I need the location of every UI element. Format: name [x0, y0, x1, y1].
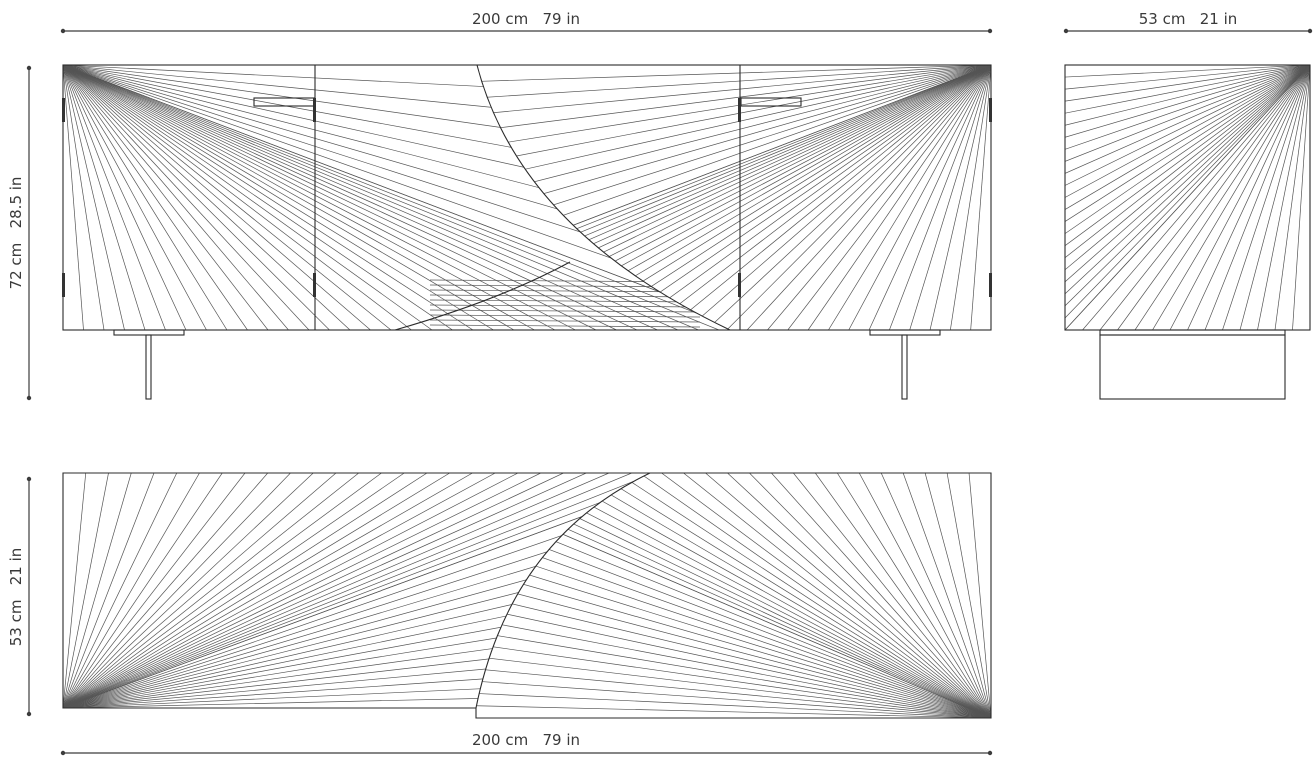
hinge-icon: [313, 98, 316, 122]
hinge-icon: [738, 98, 741, 122]
side-base-panel: [1099, 334, 1286, 400]
top-cabinet-outline: [62, 472, 992, 719]
top-depth-dimension: 53 cm 21 in: [7, 476, 32, 717]
top-width-label: 200 cm 79 in: [472, 731, 580, 749]
front-handle-right[interactable]: [740, 97, 802, 107]
front-height-label: 72 cm 28.5 in: [7, 177, 25, 290]
front-width-dimension: 200 cm 79 in: [60, 10, 993, 34]
hinge-icon: [62, 273, 65, 297]
front-leg-left: [113, 329, 185, 400]
front-grain-pattern: [63, 65, 991, 330]
hinge-icon: [989, 98, 992, 122]
top-center-arc: [475, 472, 651, 709]
side-depth-dimension: 53 cm 21 in: [1063, 10, 1313, 34]
hinge-icon: [738, 273, 741, 297]
top-width-dimension: 200 cm 79 in: [60, 731, 993, 756]
side-depth-label: 53 cm 21 in: [1139, 10, 1238, 28]
front-width-label: 200 cm 79 in: [472, 10, 580, 28]
hinge-icon: [989, 273, 992, 297]
side-grain-pattern: [1065, 65, 1310, 330]
front-view: 200 cm 79 in 72 cm 28.5 in: [7, 10, 993, 401]
hinge-icon: [313, 273, 316, 297]
side-view: 53 cm 21 in: [1063, 10, 1313, 400]
hinge-icon: [62, 98, 65, 122]
front-center-arc: [476, 64, 731, 331]
side-base-plate: [1099, 329, 1286, 336]
top-depth-label: 53 cm 21 in: [7, 548, 25, 647]
front-lower-arc: [394, 261, 571, 331]
top-view: 53 cm 21 in 200 cm 79 in: [7, 472, 993, 756]
top-grain-pattern: [63, 473, 991, 718]
front-cabinet-body: [62, 64, 992, 331]
front-leg-right: [869, 329, 941, 400]
front-height-dimension: 72 cm 28.5 in: [7, 65, 32, 401]
